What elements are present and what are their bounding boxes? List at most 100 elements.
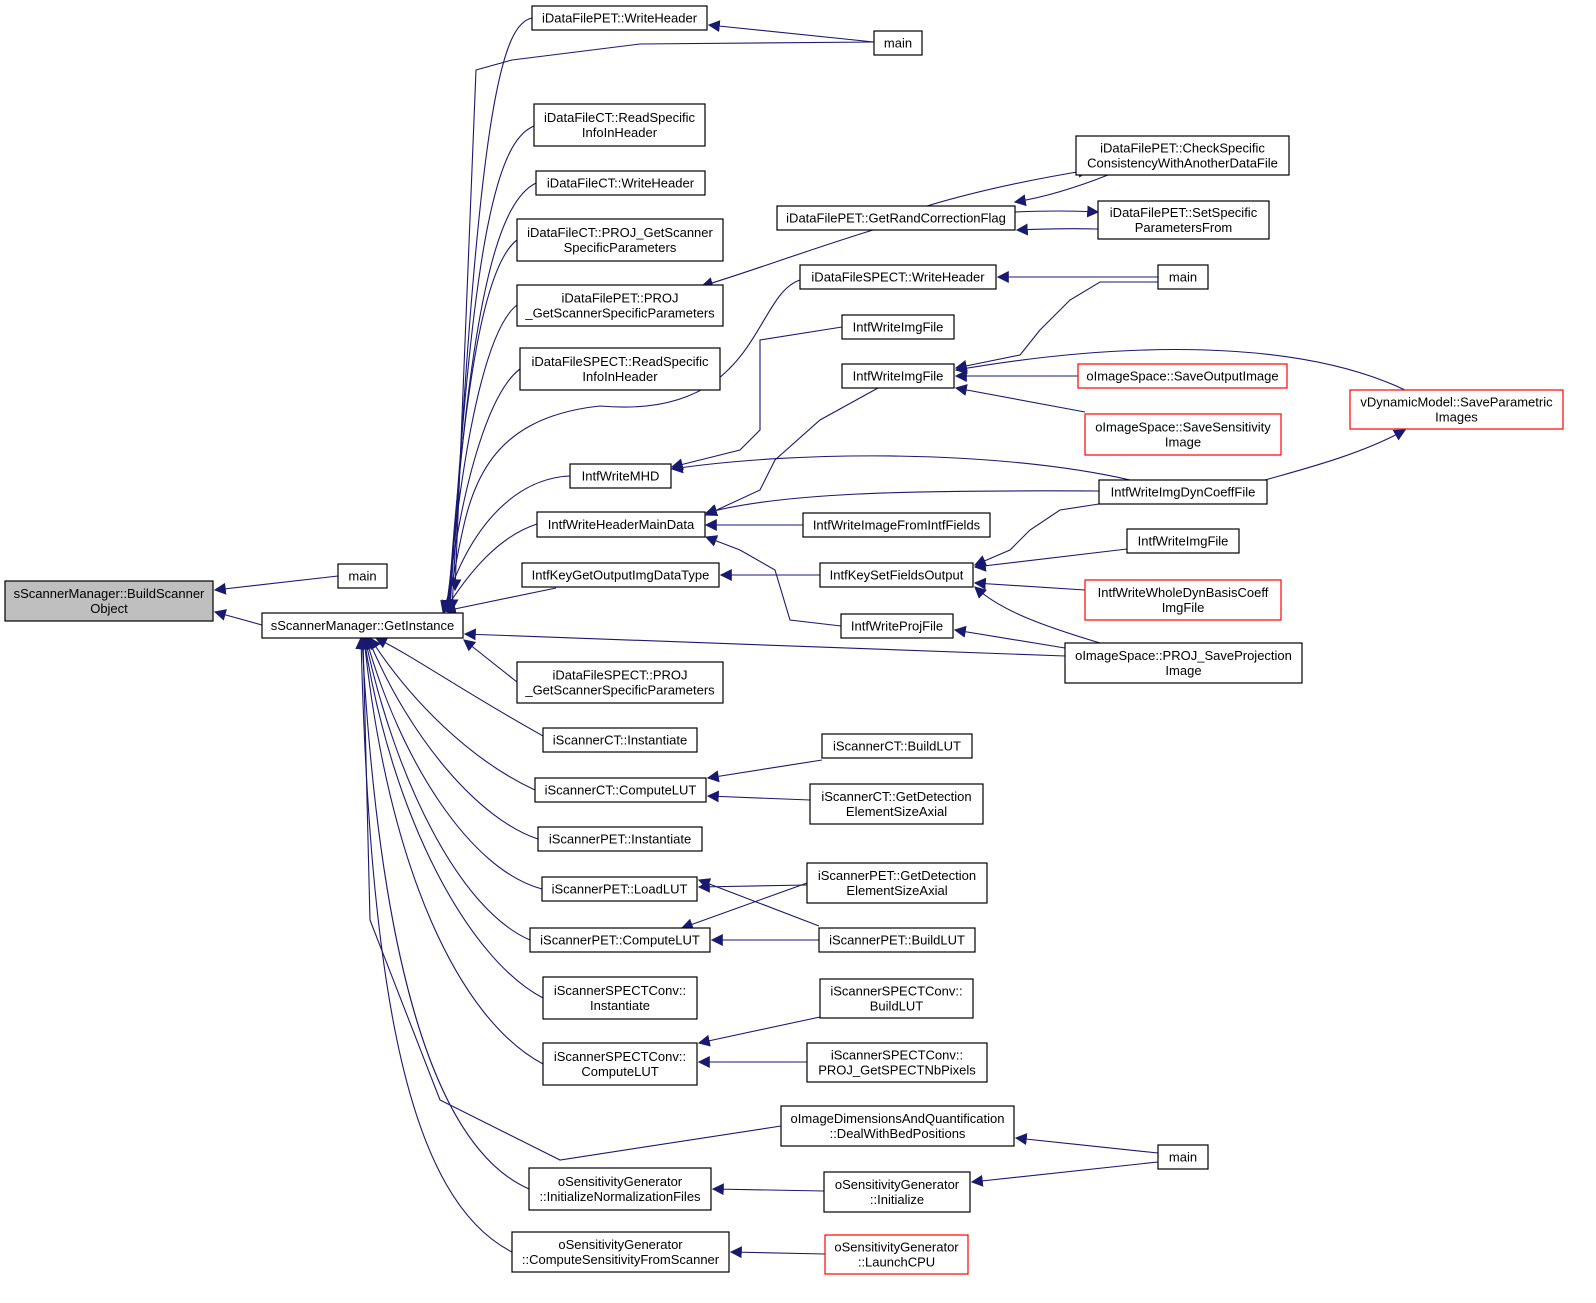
- graph-node-sc-inst[interactable]: iScannerSPECTConv::Instantiate: [542, 976, 698, 1020]
- call-edge-line: [970, 1161, 1159, 1187]
- graph-node-wdcf[interactable]: IntfWriteImgDynCoeffFile: [1098, 479, 1268, 505]
- graph-node-getinst[interactable]: sScannerManager::GetInstance: [261, 612, 464, 639]
- call-edge-line: [1014, 205, 1100, 218]
- node-label: IntfWriteProjFile: [851, 619, 943, 634]
- call-edge-line: [441, 368, 521, 613]
- node-box: [1084, 579, 1282, 621]
- graph-node-hmd[interactable]: IntfWriteHeaderMainData: [536, 511, 706, 538]
- graph-node-pet-blut[interactable]: iScannerPET::BuildLUT: [818, 927, 976, 953]
- call-edge: [954, 349, 1406, 391]
- graph-node-wifif[interactable]: IntfWriteImageFromIntfFields: [802, 512, 991, 538]
- graph-node-pet-cscw[interactable]: iDataFilePET::CheckSpecificConsistencyWi…: [1075, 135, 1290, 176]
- call-edge-line: [1013, 174, 1109, 207]
- graph-node-sg-csfs[interactable]: oSensitivityGenerator::ComputeSensitivit…: [511, 1231, 730, 1273]
- graph-node-sc-blut[interactable]: iScannerSPECTConv::BuildLUT: [819, 978, 974, 1019]
- node-box: [802, 512, 991, 538]
- call-edge-line: [359, 636, 544, 1065]
- graph-node-mhd[interactable]: IntfWriteMHD: [569, 463, 672, 489]
- graph-node-ct-blut[interactable]: iScannerCT::BuildLUT: [821, 733, 973, 759]
- call-edge: [213, 575, 339, 595]
- node-box: [818, 927, 976, 953]
- node-label: main: [348, 569, 376, 584]
- graph-node-wif2[interactable]: IntfWriteImgFile: [841, 363, 955, 389]
- graph-node-pet-proj[interactable]: iDataFilePET::PROJ_GetScannerSpecificPar…: [516, 284, 724, 327]
- graph-node-main-l[interactable]: main: [337, 563, 388, 589]
- node-label: iScannerCT::Instantiate: [553, 733, 687, 748]
- node-box: [533, 103, 706, 147]
- call-edge: [463, 628, 1066, 657]
- call-edge: [363, 636, 543, 890]
- graph-node-pet-wh[interactable]: iDataFilePET::WriteHeader: [531, 5, 708, 31]
- graph-node-spect-wh[interactable]: iDataFileSPECT::WriteHeader: [799, 264, 997, 290]
- graph-node-sc-nbpix[interactable]: iScannerSPECTConv::PROJ_GetSPECTNbPixels: [806, 1042, 988, 1083]
- graph-node-pet-inst[interactable]: iScannerPET::Instantiate: [537, 826, 703, 852]
- edge-layer: [213, 17, 1407, 1259]
- graph-node-ct-inst[interactable]: iScannerCT::Instantiate: [542, 727, 698, 753]
- node-box: [1126, 528, 1240, 554]
- node-label: main: [1169, 270, 1197, 285]
- node-label: Instantiate: [590, 998, 650, 1013]
- node-label: iScannerPET::GetDetection: [818, 868, 976, 883]
- graph-node-wif1[interactable]: IntfWriteImgFile: [841, 314, 955, 340]
- call-edge: [970, 1161, 1159, 1187]
- graph-node-ksfo[interactable]: IntfKeySetFieldsOutput: [819, 562, 974, 588]
- node-box: [531, 5, 708, 31]
- call-edge: [704, 387, 879, 516]
- graph-node-main-s[interactable]: main: [1157, 264, 1209, 290]
- node-label: iDataFileSPECT::ReadSpecific: [531, 354, 709, 369]
- call-edge: [443, 587, 557, 615]
- node-box: [4, 580, 214, 622]
- graph-node-wif3[interactable]: IntfWriteImgFile: [1126, 528, 1240, 554]
- graph-node-main-t[interactable]: main: [873, 30, 923, 56]
- node-label: Object: [90, 601, 128, 616]
- node-label: iScannerPET::LoadLUT: [552, 882, 688, 897]
- node-label: oSensitivityGenerator: [558, 1237, 683, 1252]
- node-label: IntfWriteHeaderMainData: [548, 517, 695, 532]
- call-edge: [954, 281, 1158, 372]
- node-label: ::DealWithBedPositions: [830, 1126, 966, 1141]
- node-label: SpecificParameters: [564, 240, 677, 255]
- graph-node-ct-wh[interactable]: iDataFileCT::WriteHeader: [535, 170, 706, 196]
- graph-node-main-b[interactable]: main: [1157, 1144, 1209, 1170]
- graph-node-pet-llut[interactable]: iScannerPET::LoadLUT: [541, 876, 698, 902]
- call-edge-line: [954, 384, 1086, 413]
- call-edge: [706, 759, 823, 783]
- node-label: iDataFileCT::ReadSpecific: [544, 110, 696, 125]
- graph-node-ct-clut[interactable]: iScannerCT::ComputeLUT: [534, 777, 707, 803]
- node-label: ComputeLUT: [581, 1064, 658, 1079]
- graph-node-pet-grcf[interactable]: iDataFilePET::GetRandCorrectionFlag: [776, 205, 1016, 231]
- graph-node-sc-clut[interactable]: iScannerSPECTConv::ComputeLUT: [542, 1042, 698, 1086]
- graph-node-spect-proj[interactable]: iDataFileSPECT::PROJ_GetScannerSpecificP…: [516, 661, 724, 704]
- graph-node-ct-proj[interactable]: iDataFileCT::PROJ_GetScannerSpecificPara…: [516, 218, 724, 262]
- node-box: [529, 927, 711, 953]
- call-edge-line: [356, 636, 530, 1190]
- call-edge: [954, 384, 1086, 413]
- node-layer: sScannerManager::BuildScannerObjectmains…: [4, 5, 1564, 1275]
- node-label: ::LaunchCPU: [858, 1255, 935, 1270]
- graph-node-kgo[interactable]: IntfKeyGetOutputImgDataType: [521, 562, 720, 588]
- call-edge: [697, 1016, 821, 1047]
- node-box: [534, 777, 707, 803]
- node-label: Image: [1165, 663, 1201, 678]
- call-edge-line: [440, 475, 571, 614]
- graph-node-sg-lcpu[interactable]: oSensitivityGenerator::LaunchCPU: [824, 1234, 969, 1275]
- graph-node-sg-inf[interactable]: oSensitivityGenerator::InitializeNormali…: [528, 1167, 712, 1211]
- call-edge-line: [974, 586, 1101, 644]
- call-edge-line: [363, 636, 543, 890]
- graph-node-sg-init[interactable]: oSensitivityGenerator::Initialize: [823, 1171, 971, 1213]
- graph-node-wpf[interactable]: IntfWriteProjFile: [840, 613, 954, 639]
- graph-node-pet-gdes[interactable]: iScannerPET::GetDetectionElementSizeAxia…: [806, 862, 988, 904]
- graph-node-dwbp[interactable]: oImageDimensionsAndQuantification::DealW…: [780, 1105, 1015, 1147]
- graph-node-pet-clut[interactable]: iScannerPET::ComputeLUT: [529, 927, 711, 953]
- node-label: iScannerSPECTConv::: [831, 1048, 963, 1063]
- graph-node-sav-out[interactable]: oImageSpace::SaveOutputImage: [1077, 363, 1288, 389]
